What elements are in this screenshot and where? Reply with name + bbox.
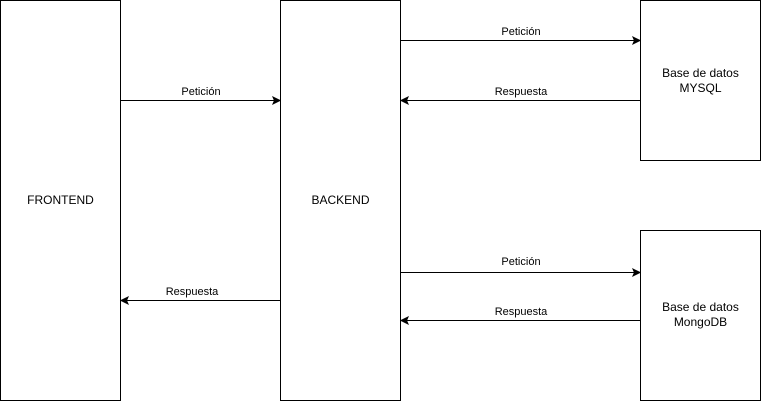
backend-node: BACKEND	[280, 0, 401, 401]
edge-label: Petición	[501, 256, 540, 268]
arrowhead-left-icon	[399, 95, 409, 106]
edge-label: Petición	[181, 86, 220, 98]
mysql-node: Base de datos MYSQL	[640, 0, 761, 161]
edge-label: Respuesta	[495, 86, 548, 98]
arrowhead-right-icon	[632, 267, 642, 278]
arrowhead-left-icon	[119, 295, 129, 306]
mongodb-node: Base de datos MongoDB	[640, 230, 761, 401]
edge-label: Respuesta	[166, 286, 219, 298]
edge-backend-to-mongodb: Petición	[401, 256, 642, 278]
mongodb-label-line1: Base de datos	[662, 300, 739, 314]
arrowhead-right-icon	[272, 95, 282, 106]
arrowhead-left-icon	[399, 315, 409, 326]
mysql-label-line1: Base de datos	[662, 66, 739, 80]
edge-label: Respuesta	[495, 306, 548, 318]
edge-frontend-to-backend: Petición	[121, 86, 282, 106]
frontend-node: FRONTEND	[0, 0, 121, 401]
frontend-label: FRONTEND	[27, 193, 94, 207]
mysql-label-line2: MYSQL	[679, 81, 721, 95]
backend-label: BACKEND	[311, 193, 369, 207]
mongodb-label-line2: MongoDB	[674, 315, 727, 329]
edge-backend-to-frontend: Respuesta	[119, 286, 280, 306]
edge-label: Petición	[501, 26, 540, 38]
edge-backend-to-mysql: Petición	[401, 26, 642, 46]
arrowhead-right-icon	[632, 35, 642, 46]
edge-mongodb-to-backend: Respuesta	[399, 306, 640, 326]
edge-mysql-to-backend: Respuesta	[399, 86, 640, 106]
